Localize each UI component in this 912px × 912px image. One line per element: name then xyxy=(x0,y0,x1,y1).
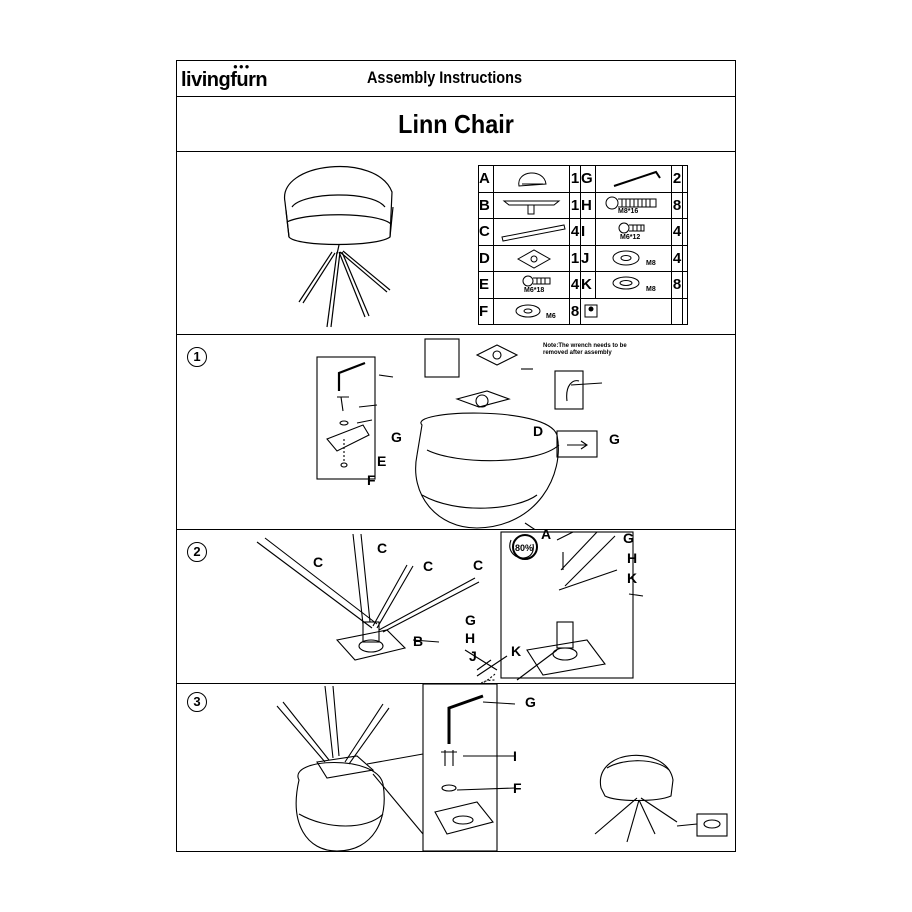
step-2: 2 xyxy=(177,530,735,684)
part-letter: E xyxy=(478,271,494,299)
part-qty: 2 xyxy=(671,165,683,193)
label-c: C xyxy=(313,554,324,570)
torque-badge: 80% xyxy=(515,543,533,553)
step-number: 1 xyxy=(187,347,207,367)
part-qty: 4 xyxy=(671,218,683,246)
label-d: D xyxy=(533,423,544,439)
part-size: M6 xyxy=(546,312,556,320)
step-2-illustration: 80% xyxy=(256,531,644,684)
step-1-illustration xyxy=(316,338,603,530)
label-f: F xyxy=(367,472,376,488)
part-letter: G xyxy=(580,165,596,193)
flat-washer-icon: M8 xyxy=(595,244,672,272)
part-qty: 4 xyxy=(671,244,683,272)
label-i: I xyxy=(513,748,517,764)
label-k: K xyxy=(511,643,522,659)
label-k: K xyxy=(627,570,638,586)
parts-table-row: F M6 8 xyxy=(478,297,688,325)
bolt-icon: M6*18 xyxy=(493,271,570,299)
part-size: M6*18 xyxy=(524,287,545,294)
part-qty: 1 xyxy=(569,244,581,272)
step-number: 2 xyxy=(187,542,207,562)
label-a: A xyxy=(541,526,552,542)
step-1: 1 xyxy=(177,335,735,542)
part-letter: C xyxy=(478,218,494,246)
spring-washer-icon: M8 xyxy=(595,271,672,299)
parts-table: A 1 G 2 B 1 H M8*16 8 C 4 I xyxy=(478,165,688,325)
part-qty: 8 xyxy=(569,297,581,325)
label-g2: G xyxy=(609,431,620,447)
part-qty: 1 xyxy=(569,165,581,193)
part-letter: I xyxy=(580,218,596,246)
label-e: E xyxy=(377,453,387,469)
part-qty: 1 xyxy=(569,191,581,219)
brand-logo: livingfurn xyxy=(181,69,268,91)
label-g: G xyxy=(391,429,402,445)
parts-table-row: D 1 J M8 4 xyxy=(478,244,688,272)
step-3: 3 xyxy=(177,684,735,851)
flat-washer-icon: M6 xyxy=(493,297,570,325)
chair-overview-illustration xyxy=(284,165,394,328)
label-c: C xyxy=(377,540,388,556)
label-h: H xyxy=(465,630,476,646)
step-number: 3 xyxy=(187,692,207,712)
parts-table-row: A 1 G 2 xyxy=(478,165,688,193)
product-name: Linn Chair xyxy=(398,109,514,139)
wrench-note: Note:The wrench needs to be removed afte… xyxy=(543,343,627,356)
swivel-base-icon xyxy=(493,191,570,219)
bolt-icon: M8*16 xyxy=(595,191,672,219)
part-letter: A xyxy=(478,165,494,193)
part-letter: H xyxy=(580,191,596,219)
label-c: C xyxy=(423,558,434,574)
parts-table-row: C 4 I M6*12 4 xyxy=(478,218,688,246)
seat-icon xyxy=(493,165,570,193)
bolt-icon: M6*12 xyxy=(595,218,672,246)
mounting-plate-icon xyxy=(493,244,570,272)
part-letter: J xyxy=(580,244,596,272)
label-f: F xyxy=(513,780,522,796)
label-g: G xyxy=(623,530,634,546)
part-qty: 4 xyxy=(569,271,581,299)
instruction-sheet: ●●● livingfurn Assembly Instructions Lin… xyxy=(176,60,736,852)
part-qty: 8 xyxy=(671,271,683,299)
tool-icon xyxy=(580,297,672,325)
label-c: C xyxy=(473,557,484,573)
part-qty: 8 xyxy=(671,191,683,219)
label-j: J xyxy=(469,648,477,664)
label-g: G xyxy=(525,694,536,710)
label-g: G xyxy=(465,612,476,628)
parts-table-row: E M6*18 4 K M8 8 xyxy=(478,271,688,299)
header-row: ●●● livingfurn Assembly Instructions xyxy=(177,61,735,97)
part-size: M8*16 xyxy=(618,207,639,215)
part-size: M6*12 xyxy=(620,234,641,241)
part-letter: D xyxy=(478,244,494,272)
label-b: B xyxy=(413,633,424,649)
label-h: H xyxy=(627,550,638,566)
part-qty: 4 xyxy=(569,218,581,246)
brand-dots: ●●● xyxy=(233,62,251,71)
part-letter: B xyxy=(478,191,494,219)
allen-key-icon xyxy=(595,165,672,193)
leg-icon xyxy=(493,218,570,246)
part-letter: F xyxy=(478,297,494,325)
part-letter: K xyxy=(580,271,596,299)
document-title: Assembly Instructions xyxy=(367,68,522,87)
title-row: Linn Chair xyxy=(177,97,735,152)
part-size: M8 xyxy=(646,259,656,267)
parts-row: A 1 G 2 B 1 H M8*16 8 C 4 I xyxy=(177,152,735,335)
step-3-illustration xyxy=(276,684,728,851)
part-size: M8 xyxy=(646,286,656,293)
parts-table-row: B 1 H M8*16 8 xyxy=(478,191,688,219)
